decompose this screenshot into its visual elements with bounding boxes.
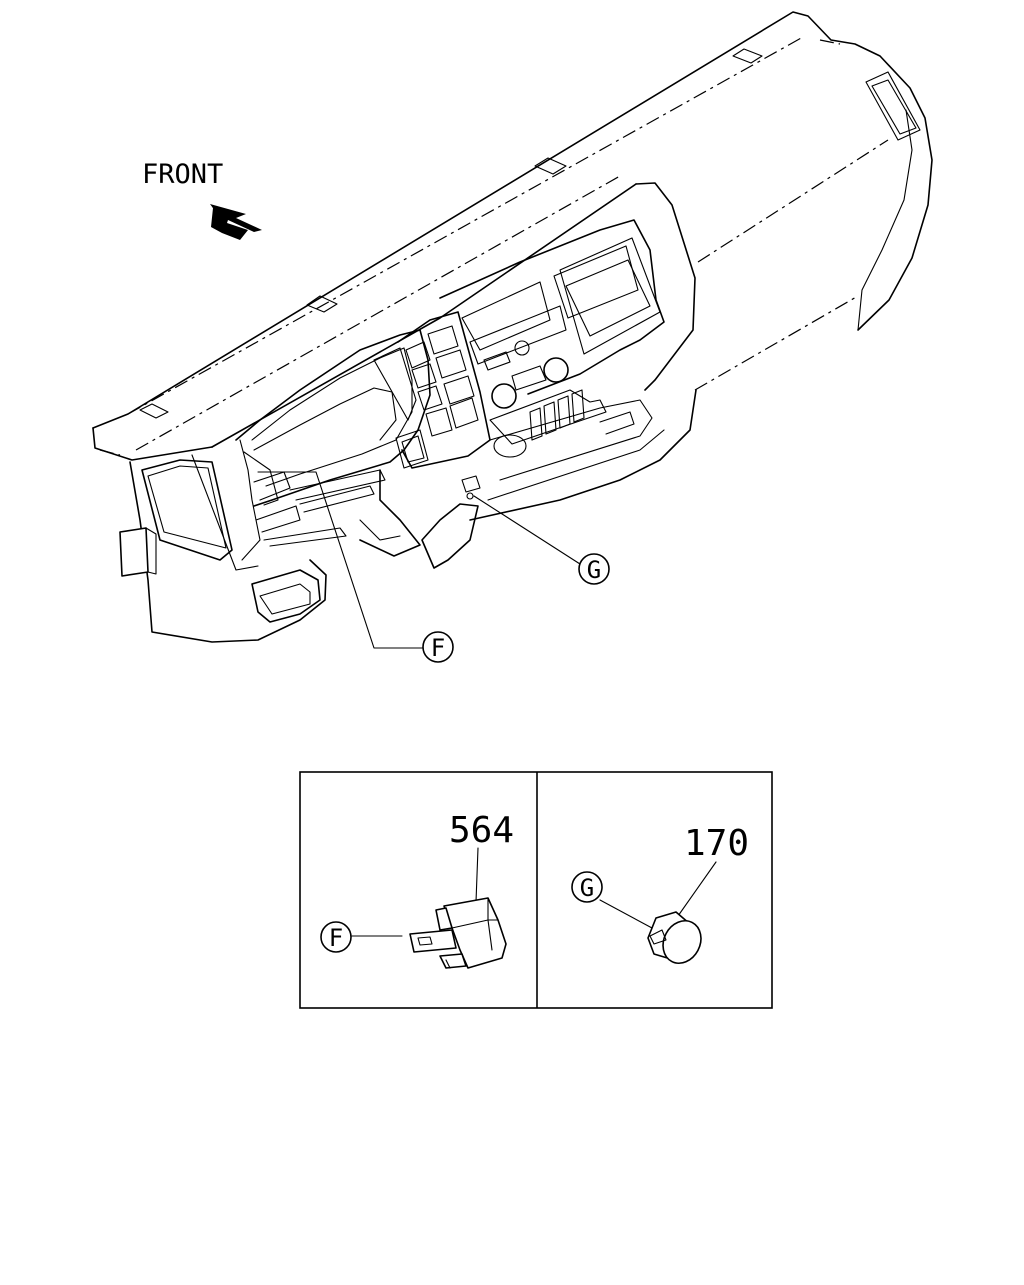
callout-f-detail-label: F (329, 924, 343, 952)
detail-box (299, 771, 773, 1009)
callout-f-main: F (257, 471, 454, 663)
plug-part: 170 G (571, 823, 749, 964)
part-number-564: 564 (449, 810, 514, 851)
front-arrow-icon (210, 204, 262, 240)
callout-g-main-label: G (587, 556, 601, 584)
switch-part: 564 F (320, 810, 514, 969)
dashboard-illustration (92, 11, 933, 643)
front-label: FRONT (142, 159, 223, 190)
callout-g-detail-label: G (580, 874, 594, 902)
callout-g-main: G (473, 495, 610, 585)
part-number-170: 170 (684, 823, 749, 864)
callout-f-main-label: F (431, 634, 445, 662)
